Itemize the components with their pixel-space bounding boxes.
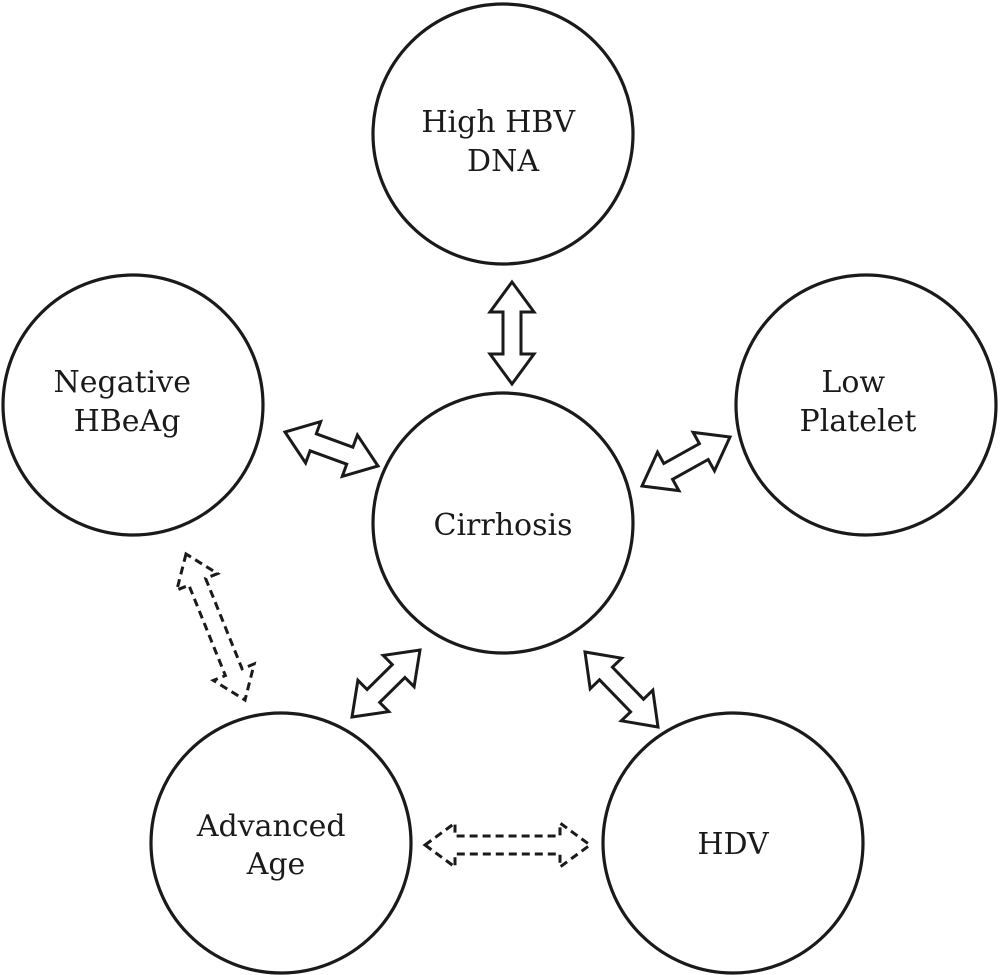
svg-text:Negative HBeAg: Negative HBeAg: [54, 365, 201, 439]
node-hdv: HDV: [601, 711, 865, 975]
svg-text:High HBV DNA: High HBV DNA: [421, 105, 584, 179]
node-label-cirrhosis: Cirrhosis: [434, 508, 573, 543]
svg-text:HDV: HDV: [697, 827, 770, 862]
node-label-hdv: HDV: [697, 827, 770, 862]
arrow-negative-hbeag-advanced-age: [174, 551, 257, 703]
arrow-advanced-age-hdv: [422, 820, 593, 870]
arrows: [174, 279, 733, 870]
node-label-low-platelet-line2: Platelet: [800, 404, 917, 439]
node-high-hbv-dna: High HBV DNA: [371, 2, 635, 266]
node-label-high-hbv-dna-line2: DNA: [467, 144, 539, 179]
node-cirrhosis: Cirrhosis: [371, 391, 635, 655]
arrow-high-hbv-dna-cirrhosis: [487, 279, 537, 387]
svg-text:Cirrhosis: Cirrhosis: [434, 508, 573, 543]
node-low-platelet: Low Platelet: [734, 273, 998, 537]
node-label-negative-hbeag-line2: HBeAg: [74, 404, 181, 439]
node-label-negative-hbeag-line1: Negative: [54, 365, 191, 400]
arrow-advanced-age-cirrhosis: [350, 648, 422, 719]
node-label-advanced-age-line2: Age: [246, 847, 306, 882]
arrow-hdv-cirrhosis: [583, 650, 660, 729]
svg-text:Advanced Age: Advanced Age: [196, 809, 355, 882]
node-advanced-age: Advanced Age: [149, 711, 413, 975]
arrow-negative-hbeag-cirrhosis: [282, 419, 381, 479]
arrow-low-platelet-cirrhosis: [639, 430, 733, 493]
node-label-low-platelet-line1: Low: [821, 365, 885, 400]
node-negative-hbeag: Negative HBeAg: [1, 273, 265, 537]
svg-text:Low Platelet: Low Platelet: [800, 365, 917, 439]
node-label-advanced-age-line1: Advanced: [196, 809, 346, 844]
node-label-high-hbv-dna-line1: High HBV: [421, 105, 576, 140]
